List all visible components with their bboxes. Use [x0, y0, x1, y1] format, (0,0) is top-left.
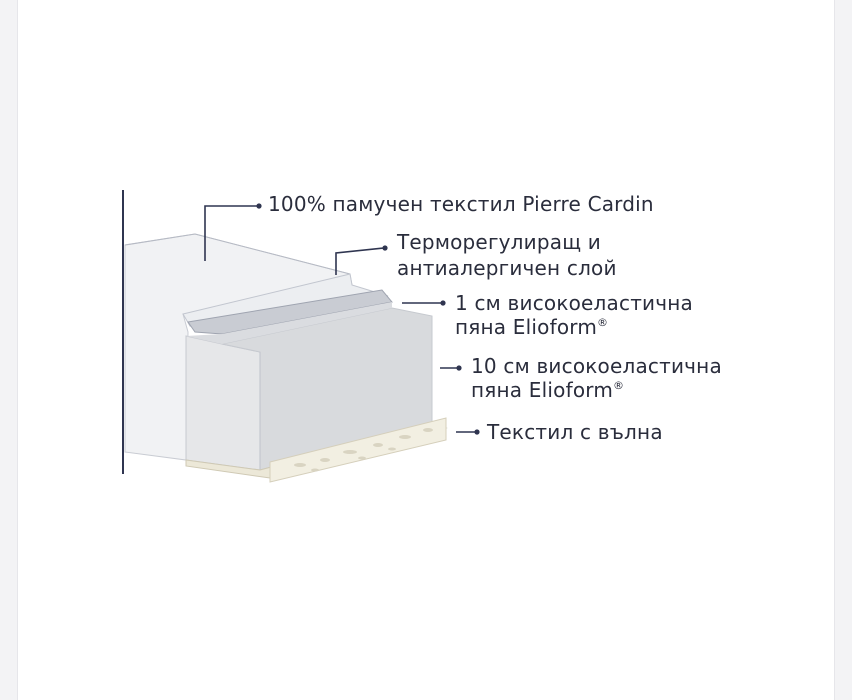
leader-line-thermo	[335, 247, 385, 275]
label-foam-1cm-line-1: 1 см високоеластична	[455, 291, 693, 315]
label-thermo-layer: Терморегулиращ и антиалергичен слой	[397, 229, 617, 281]
arrow-right-icon	[474, 429, 480, 435]
arrow-right-icon	[382, 245, 388, 251]
arrow-right-icons	[256, 203, 480, 435]
arrow-right-icon	[456, 365, 462, 371]
arrow-right-icon	[440, 300, 446, 306]
leader-line-cotton	[204, 205, 258, 261]
label-foam-1cm-line-2: пяна Elioform®	[455, 315, 693, 339]
trademark-symbol: ®	[597, 316, 609, 329]
label-cotton-line-1: 100% памучен текстил Pierre Cardin	[268, 192, 654, 216]
label-thermo-line-2: антиалергичен слой	[397, 256, 617, 280]
label-foam-10cm-line-2-text: пяна Elioform	[471, 378, 614, 402]
label-foam-10cm: 10 см високоеластична пяна Elioform®	[471, 354, 722, 402]
label-foam-1cm-line-2-text: пяна Elioform	[455, 315, 598, 339]
label-cotton-textile: 100% памучен текстил Pierre Cardin	[268, 192, 654, 216]
arrow-right-icon	[256, 203, 262, 209]
label-wool-line-1: Текстил с вълна	[487, 420, 663, 444]
leader-lines	[204, 205, 476, 433]
wool-texture	[294, 428, 433, 472]
trademark-symbol: ®	[613, 379, 625, 392]
label-wool-textile: Текстил с вълна	[487, 420, 663, 444]
wool-base-side-shape	[269, 417, 447, 483]
foam-top-shape	[186, 302, 392, 344]
label-foam-10cm-line-2: пяна Elioform®	[471, 378, 722, 402]
label-thermo-line-1: Терморегулиращ и	[397, 230, 602, 254]
label-foam-10cm-line-1: 10 см високоеластична	[471, 354, 722, 378]
label-foam-1cm: 1 см високоеластична пяна Elioform®	[455, 291, 693, 339]
cotton-cover-top-edge	[124, 233, 351, 275]
foam-front-shape	[185, 335, 261, 471]
